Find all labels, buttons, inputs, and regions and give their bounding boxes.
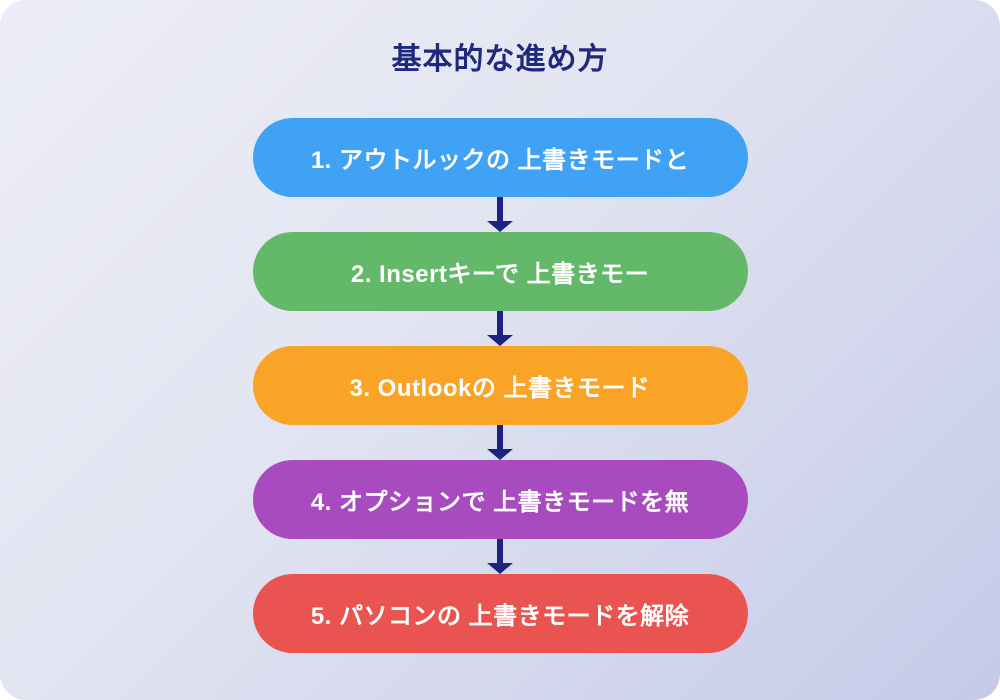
arrow-connector [485,425,515,460]
down-arrow-icon [487,197,513,232]
arrow-connector [485,197,515,232]
step-pill: 2. Insertキーで 上書きモー [252,232,748,311]
down-arrow-icon [487,425,513,460]
step-pill: 3. Outlookの 上書きモード [252,346,748,425]
down-arrow-icon [487,311,513,346]
down-arrow-icon [487,539,513,574]
step-pill: 5. パソコンの 上書きモードを解除 [252,574,748,653]
arrow-connector [485,311,515,346]
step-pill: 4. オプションで 上書きモードを無 [252,460,748,539]
page-title: 基本的な進め方 [391,43,609,76]
flow-steps: 1. アウトルックの 上書きモードと 2. Insertキーで 上書きモー 3. O… [0,118,1000,653]
step-pill: 1. アウトルックの 上書きモードと [252,118,748,197]
arrow-connector [485,539,515,574]
